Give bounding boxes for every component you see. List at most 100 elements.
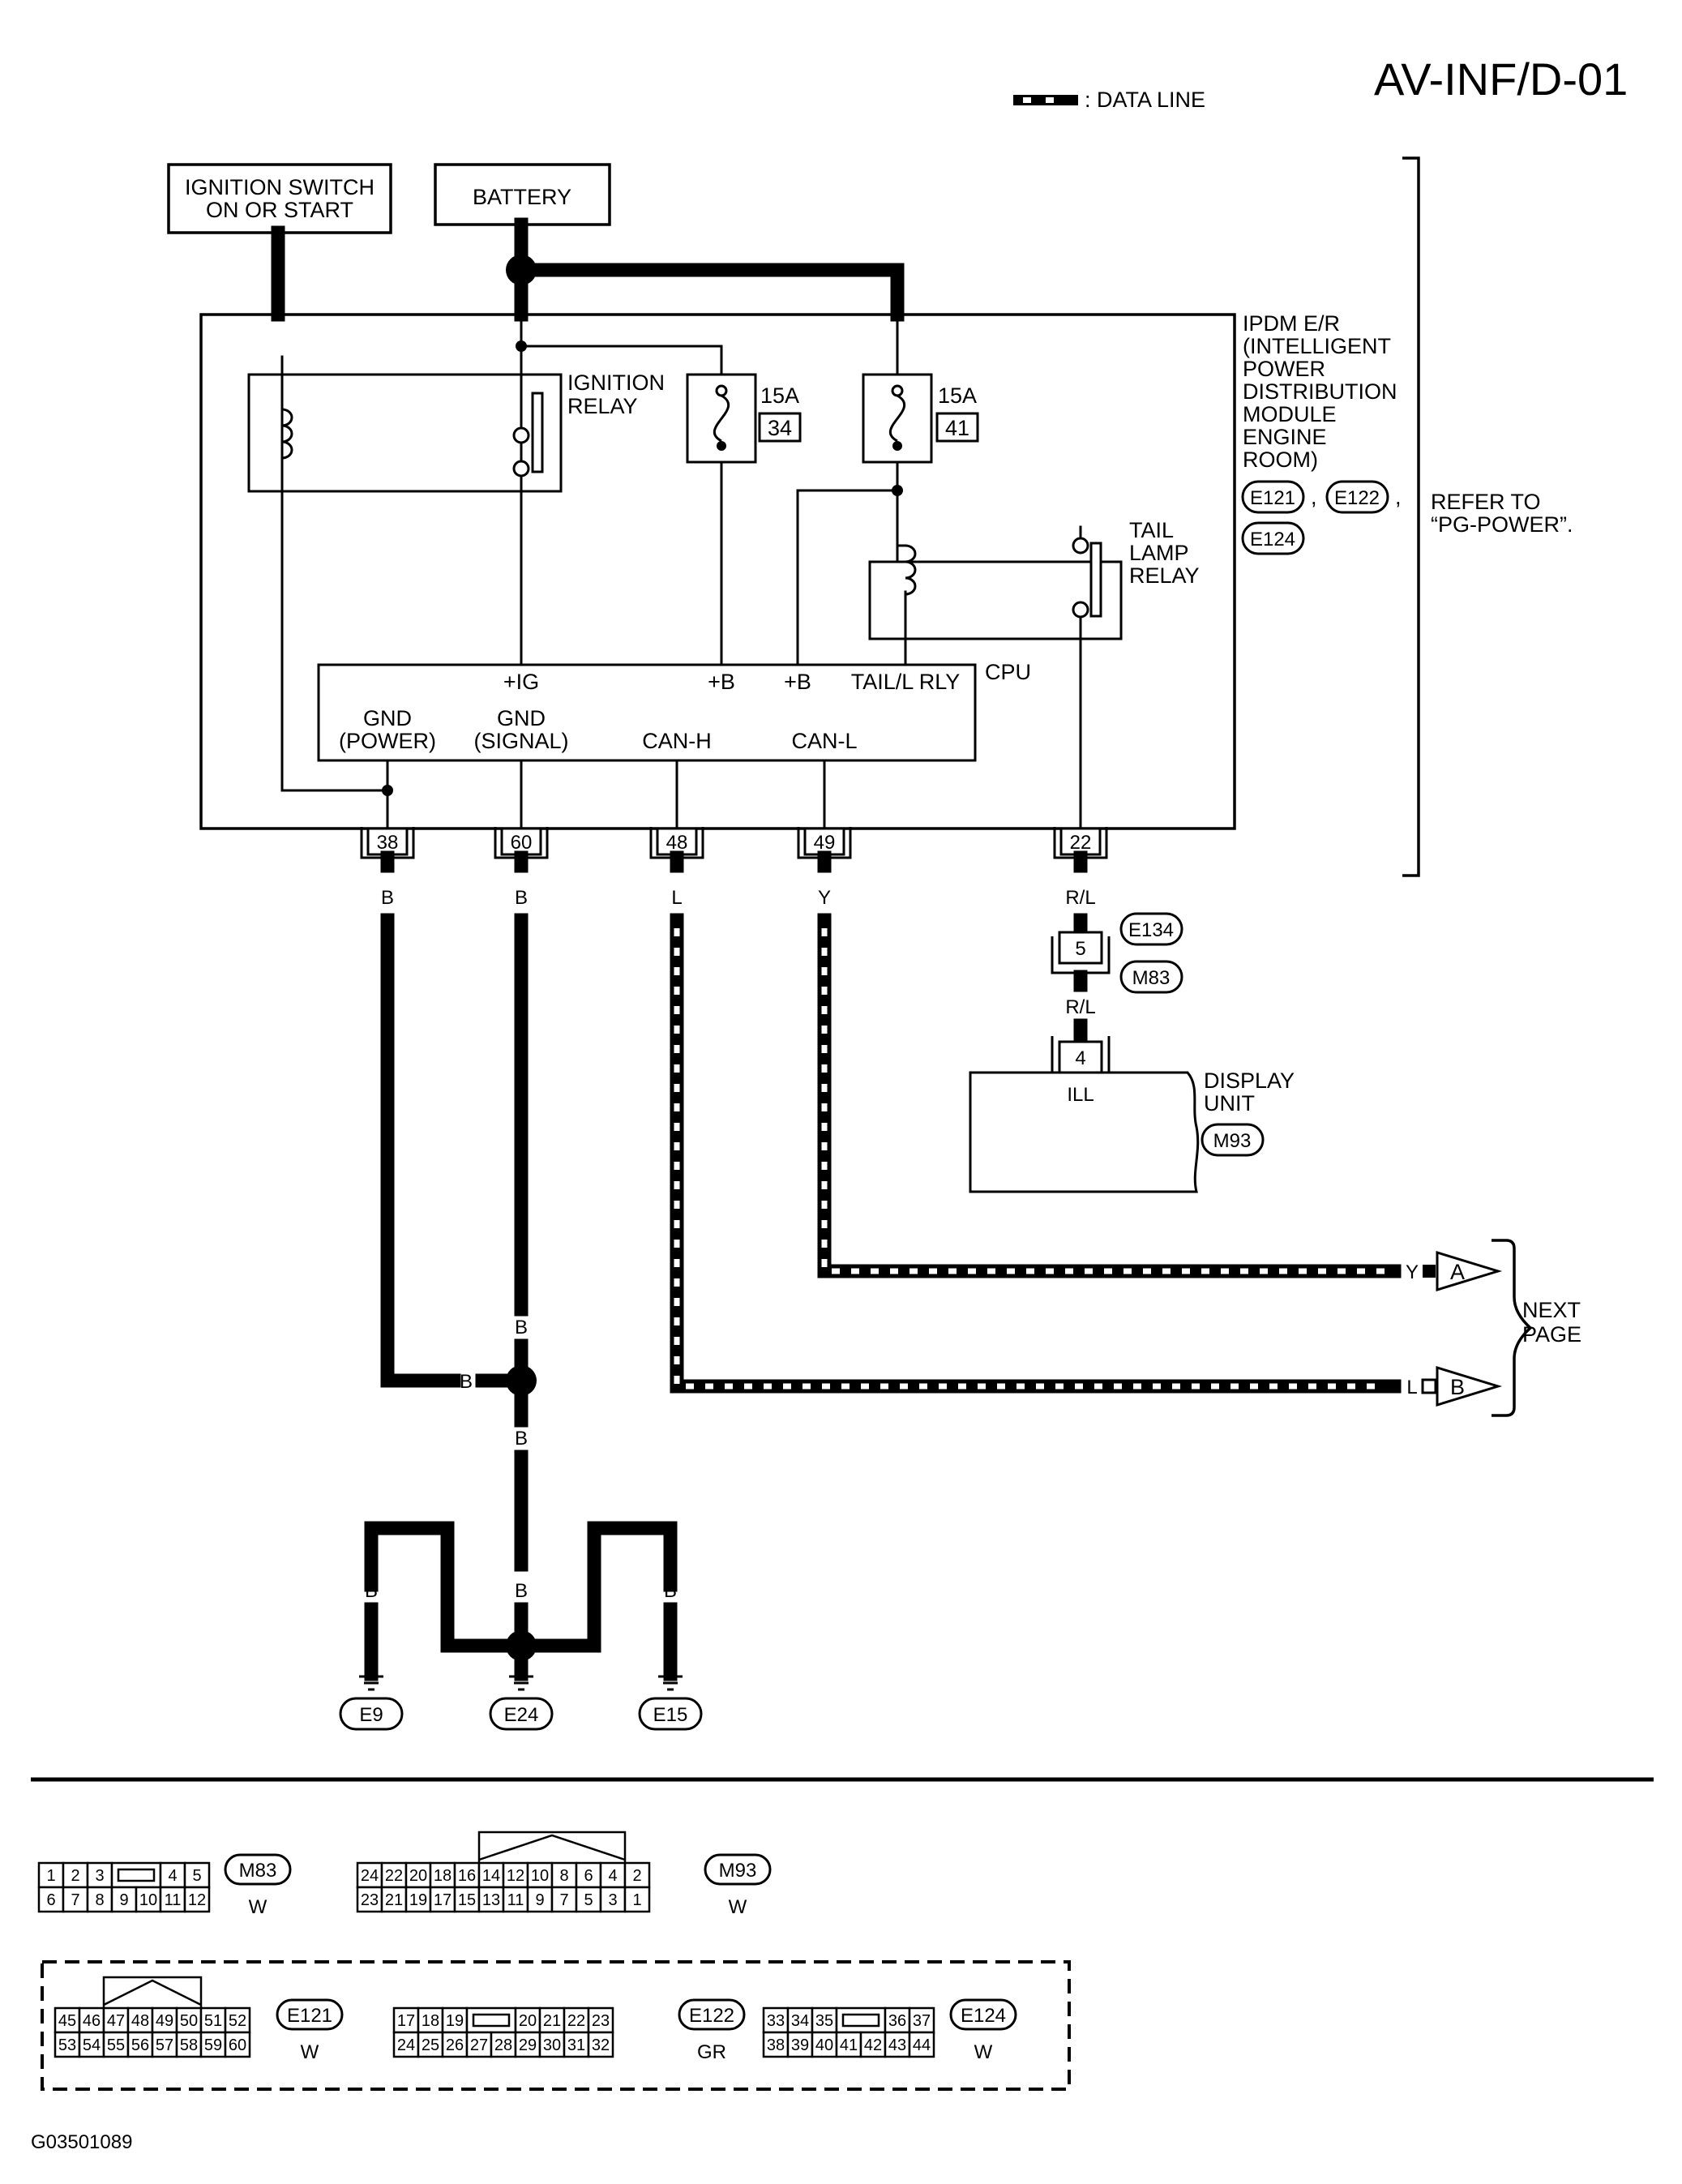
fuse-icon [713, 394, 730, 443]
svg-text:E121: E121 [1250, 487, 1295, 509]
connector-pin-number: 9 [119, 1891, 128, 1909]
connector-cell [587, 2031, 614, 2058]
connector-pin-number: 25 [422, 2036, 439, 2054]
connector-pin-number: 31 [567, 2036, 585, 2054]
connector-pin-number: 24 [397, 2036, 415, 2054]
connector-cell [183, 1861, 211, 1889]
connector-cell [102, 2006, 130, 2034]
svg-text:R/L: R/L [1065, 996, 1095, 1018]
battery: BATTERY [434, 163, 611, 226]
connector-cell [224, 2006, 251, 2034]
connector-id: M93 [719, 1860, 757, 1882]
svg-text:E24: E24 [504, 1704, 539, 1726]
connector-id: M83 [239, 1860, 277, 1882]
connector-pin-number: 53 [58, 2036, 76, 2054]
connector-pin-number: 6 [584, 1867, 593, 1885]
connector-pin-number: 37 [913, 2012, 931, 2030]
connector-cell [563, 2006, 590, 2034]
svg-text:PAGE: PAGE [1522, 1322, 1581, 1347]
connector-pin-number: 4 [608, 1867, 617, 1885]
terminal-22: 22 [1053, 827, 1108, 859]
tail-lamp-relay-coil [905, 544, 917, 596]
next-page-b: L B [1406, 1365, 1503, 1407]
connector-pin-number: 43 [888, 2036, 906, 2054]
svg-text:“PG-POWER”.: “PG-POWER”. [1431, 512, 1573, 537]
connector-id-badge [224, 1853, 292, 1886]
cpu-pin-ig: +IG [503, 670, 539, 694]
ipdm-box [199, 313, 1236, 830]
connector-lock [117, 1868, 156, 1882]
terminal-48: 48 [649, 827, 704, 859]
connector-pin-number: 11 [165, 1891, 182, 1909]
ground-e24: E24 [489, 1675, 554, 1731]
svg-text:B: B [365, 1580, 378, 1602]
connector-pin-number: 44 [913, 2036, 931, 2054]
connector-pin-number: 49 [156, 2012, 173, 2030]
ignition-relay-coil [281, 408, 293, 460]
connector-pin-number: 48 [131, 2012, 149, 2030]
svg-text:E9: E9 [359, 1704, 383, 1726]
connector-pin-number: 26 [446, 2036, 464, 2054]
connector-pin-number: 28 [494, 2036, 512, 2054]
svg-text:R/L: R/L [1065, 887, 1095, 909]
ipdm-internal-wiring [280, 313, 1082, 841]
connector-pin-number: 10 [139, 1891, 157, 1909]
svg-text:M83: M83 [1132, 967, 1171, 989]
ground-network: B B B B B [364, 1521, 678, 1681]
svg-text:MODULE: MODULE [1243, 402, 1337, 426]
connector-color: W [301, 2041, 319, 2063]
connector-id-badge [704, 1853, 772, 1886]
connector-pin-number: 30 [543, 2036, 561, 2054]
svg-text:Y: Y [818, 887, 831, 909]
svg-text:,: , [1395, 485, 1402, 509]
svg-text:IGNITION SWITCH: IGNITION SWITCH [185, 175, 374, 199]
connector-pin-number: 50 [180, 2012, 198, 2030]
connector-cell [159, 1886, 186, 1913]
connector-pin-number: 46 [83, 2012, 101, 2030]
connector-pin-number: 1 [632, 1891, 641, 1909]
fuse-34: 15A 34 [686, 373, 802, 464]
tail-lamp-relay: TAIL LAMP RELAY [868, 518, 1200, 640]
figure-id: G03501089 [31, 2131, 132, 2153]
next-page-label: NEXT PAGE [1492, 1239, 1581, 1417]
connector-pin-number: 2 [71, 1867, 79, 1885]
svg-text:UNIT: UNIT [1204, 1091, 1255, 1116]
connector-pin-number: 12 [507, 1867, 524, 1885]
fuse-icon [889, 394, 905, 443]
svg-text:15A: 15A [938, 383, 977, 408]
gnd-power-wire [380, 913, 461, 1388]
connector-pin-number: 23 [361, 1891, 379, 1909]
legend-label: : DATA LINE [1085, 88, 1205, 112]
connector-pin-number: 24 [361, 1867, 379, 1885]
connector-cell [884, 2031, 911, 2058]
connector-guide-tab [102, 1976, 203, 2008]
svg-text:B: B [588, 1580, 601, 1602]
engine-room-connector-group [41, 1960, 1071, 2091]
svg-text:B: B [515, 1428, 528, 1450]
svg-text:GND: GND [363, 706, 412, 730]
connector-cell [623, 1886, 651, 1913]
connector-lock [841, 2013, 880, 2028]
connector-cell [404, 1886, 432, 1913]
connector-cell [53, 2031, 81, 2058]
connector-pin-number: 19 [446, 2012, 464, 2030]
connector-cell [78, 2031, 105, 2058]
tail-lamp-relay-contact [1089, 542, 1102, 618]
svg-text:B: B [381, 887, 394, 909]
connector-cell [811, 2031, 838, 2058]
connector-cell [538, 2006, 566, 2034]
connector-cell [526, 1886, 554, 1913]
connector-pin-number: 1 [46, 1867, 55, 1885]
terminal-60: 60 [494, 827, 549, 859]
connector-cell [490, 2031, 517, 2058]
svg-text:TAIL: TAIL [1129, 518, 1174, 542]
svg-text:,: , [1311, 485, 1317, 509]
connector-cell [53, 2006, 81, 2034]
svg-text:B: B [1450, 1375, 1465, 1399]
connector-cell [502, 1861, 529, 1889]
cpu-pin-tail-rly: TAIL/L RLY [851, 670, 961, 694]
svg-text:A: A [1450, 1260, 1465, 1284]
connector-pin-number: 29 [519, 2036, 537, 2054]
connector-cell [453, 1886, 481, 1913]
